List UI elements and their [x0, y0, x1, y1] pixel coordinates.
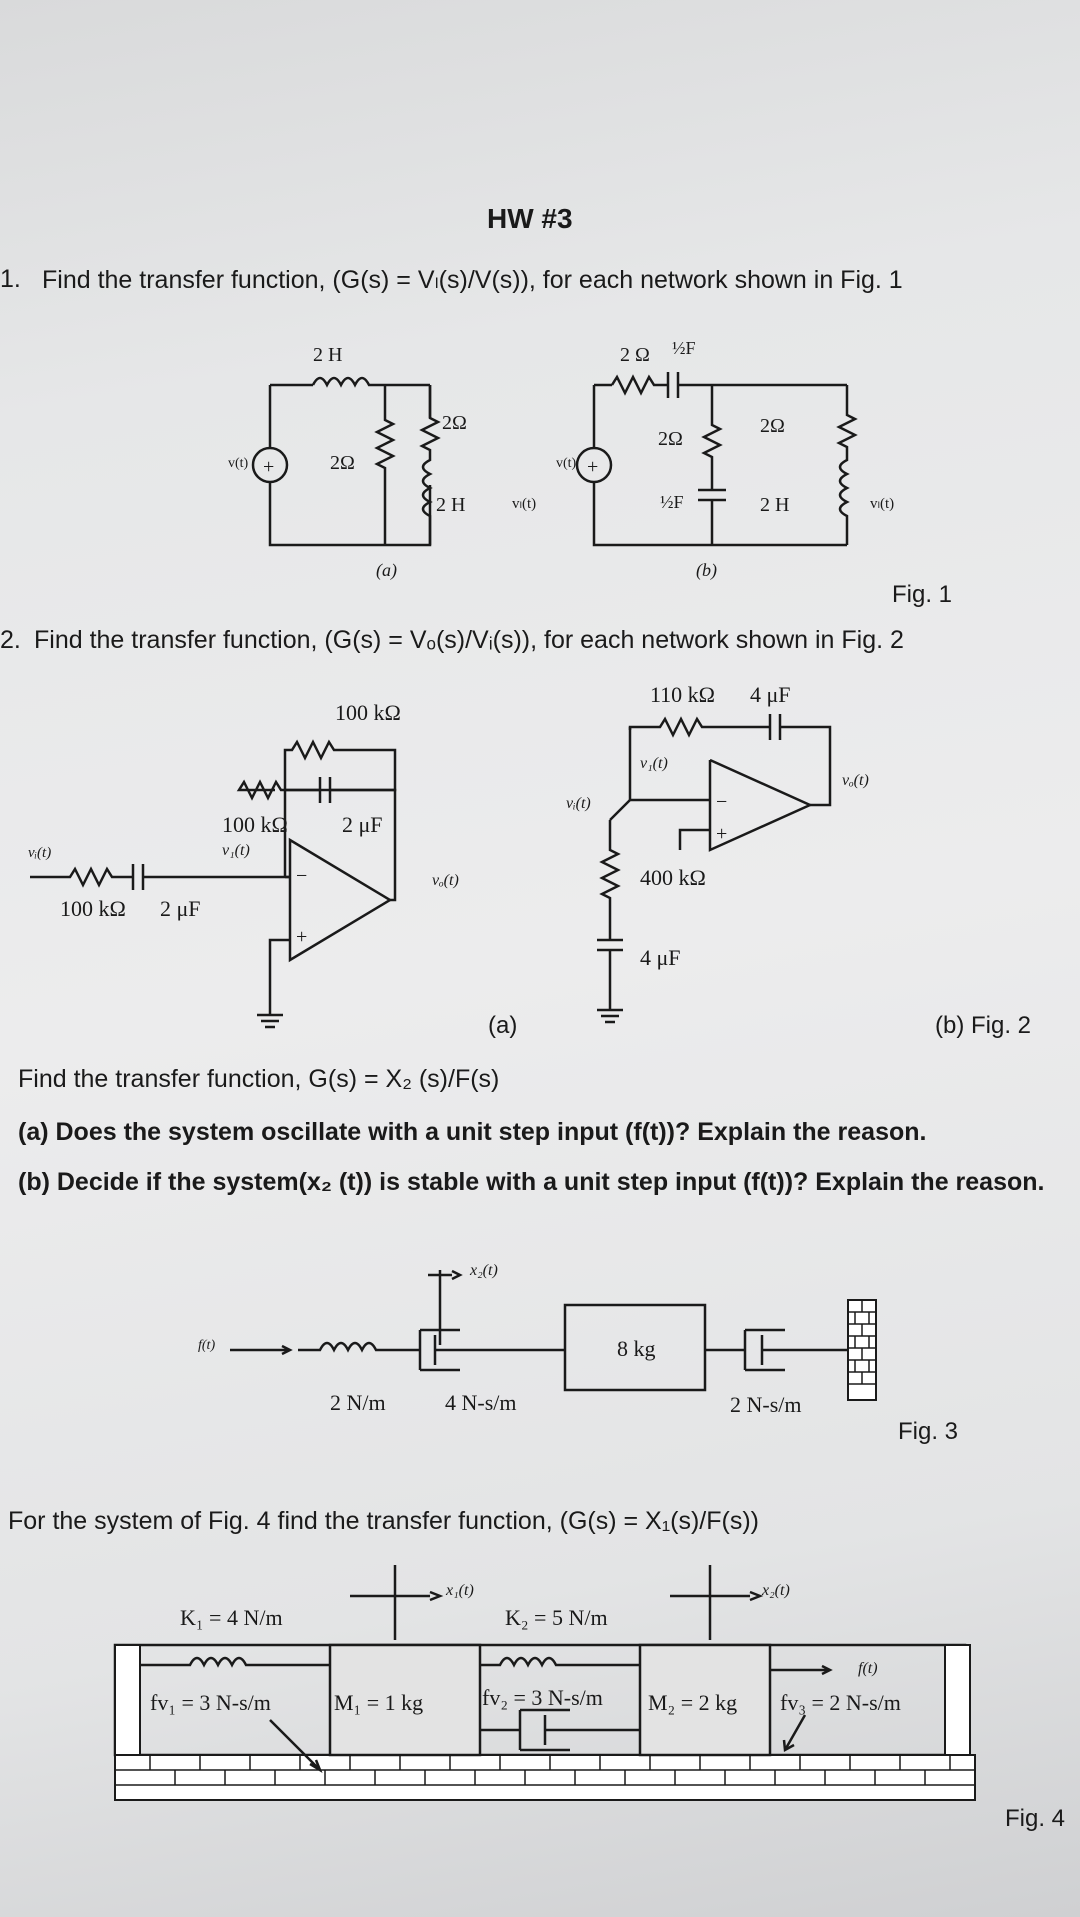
fig2a-vi-label: vᵢ(t)	[28, 845, 52, 861]
fig4-m1-label: M₁ = 1 kg	[334, 1690, 424, 1715]
fig2b-caption: (b) Fig. 2	[935, 1012, 1032, 1039]
fig2a-vo-label: vₒ(t)	[432, 872, 459, 889]
fig1a-resistor-mid-label: 2Ω	[330, 452, 355, 474]
fig1b-caption: (b)	[696, 560, 717, 580]
svg-text:+: +	[716, 823, 727, 845]
fig3-mechanical	[230, 1269, 877, 1401]
svg-text:+: +	[263, 456, 274, 478]
q3-intro: Find the transfer function, G(s) = X₂ (s…	[18, 1065, 500, 1093]
fig1b-cap-mid-label: ½F	[660, 492, 684, 512]
q1-number: 1.	[0, 265, 21, 293]
fig2b-v1-label: v₁(t)	[640, 755, 668, 772]
svg-text:−: −	[716, 791, 727, 813]
fig4-k1-label: K₁ = 4 N/m	[180, 1605, 283, 1630]
fig2b-vi-label: vᵢ(t)	[566, 795, 591, 812]
fig2a-caption: (a)	[488, 1012, 518, 1039]
q3-part-b: (b) Decide if the system(x₂ (t)) is stab…	[18, 1168, 1045, 1196]
fig4-k2-label: K₂ = 5 N/m	[505, 1605, 608, 1630]
fig4-mechanical	[113, 1565, 976, 1801]
fig1b-cap-top-label: ½F	[672, 338, 696, 358]
page-title: HW #3	[487, 203, 573, 234]
fig3-force-label: f(t)	[198, 1338, 216, 1353]
q1-text: Find the transfer function, (G(s) = Vₗ(s…	[42, 266, 903, 294]
fig1a-output-label: vₗ(t)	[512, 496, 537, 512]
fig1a-caption: (a)	[376, 560, 397, 580]
fig1b-circuit: +	[575, 372, 858, 547]
fig3-label: Fig. 3	[898, 1418, 959, 1445]
fig3-x2-label: x₂(t)	[470, 1262, 498, 1279]
fig4-fv2-label: fv₂ = 3 N-s/m	[482, 1685, 603, 1710]
fig1a-resistor-right-label: 2Ω	[442, 412, 467, 434]
fig3-spring-label: 2 N/m	[330, 1390, 386, 1415]
fig4-fv1-label: fv₁ = 3 N-s/m	[150, 1690, 271, 1715]
q2-text: Find the transfer function, (G(s) = Vₒ(s…	[34, 626, 904, 654]
svg-text:+: +	[587, 456, 598, 478]
fig2a-c-fb-label: 2 μF	[342, 812, 383, 837]
fig1b-inductor-right-label: 2 H	[760, 494, 790, 516]
fig2b-r-in-label: 400 kΩ	[640, 865, 706, 890]
fig1b-resistor-mid-label: 2Ω	[658, 428, 683, 450]
fig2a-r-in-label: 100 kΩ	[60, 896, 126, 921]
q2-number: 2.	[0, 626, 21, 654]
fig4-x1-label: x₁(t)	[446, 1582, 474, 1599]
fig1b-source-label: v(t)	[556, 456, 577, 471]
fig4-force-label: f(t)	[858, 1660, 878, 1677]
fig1b-output-label: vₗ(t)	[870, 496, 895, 512]
fig4-fv3-label: fv₃ = 2 N-s/m	[780, 1690, 901, 1715]
fig4-label: Fig. 4	[1005, 1805, 1066, 1832]
q4-text: For the system of Fig. 4 find the transf…	[8, 1507, 760, 1535]
fig1a-source-label: v(t)	[228, 456, 249, 471]
fig3-damper1-label: 4 N-s/m	[445, 1390, 517, 1415]
fig2b-c-fb-label: 4 μF	[750, 682, 791, 707]
svg-text:−: −	[296, 865, 307, 887]
fig2b-c-in-label: 4 μF	[640, 945, 681, 970]
fig1b-resistor-top-label: 2 Ω	[620, 344, 650, 366]
fig1a-inductor-right-label: 2 H	[436, 494, 466, 516]
fig2a-circuit: − +	[30, 739, 397, 1029]
fig2b-r-fb-label: 110 kΩ	[650, 682, 716, 707]
q3-part-a: (a) Does the system oscillate with a uni…	[18, 1118, 927, 1146]
fig2b-vo-label: vₒ(t)	[842, 772, 869, 789]
fig2a-c-in-label: 2 μF	[160, 896, 201, 921]
fig2a-v1-label: v₁(t)	[222, 842, 250, 859]
fig1a-circuit: +	[251, 376, 441, 547]
fig2b-circuit: − +	[597, 714, 832, 1024]
fig2a-r-fb1-label: 100 kΩ	[335, 700, 401, 725]
fig2a-r-fb2-label: 100 kΩ	[222, 812, 288, 837]
fig1-label: Fig. 1	[892, 581, 953, 608]
fig4-x2-label: x₂(t)	[762, 1582, 790, 1599]
fig1b-resistor-right-label: 2Ω	[760, 415, 785, 437]
svg-text:+: +	[296, 926, 307, 948]
fig3-damper2-label: 2 N-s/m	[730, 1392, 802, 1417]
fig3-mass-label: 8 kg	[617, 1336, 656, 1361]
fig4-m2-label: M₂ = 2 kg	[648, 1690, 738, 1715]
fig1a-inductor-top-label: 2 H	[313, 344, 343, 366]
